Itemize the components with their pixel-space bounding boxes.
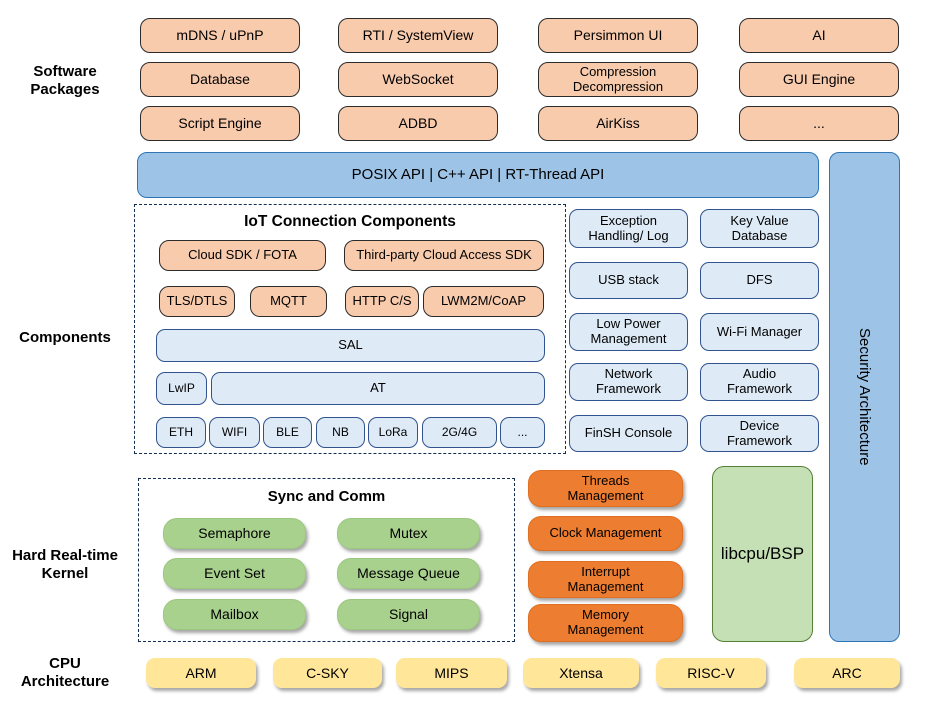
iot-link-ble: BLE [263,417,312,448]
iot-box-at: AT [211,372,545,405]
component-exception-handling-log: Exception Handling/ Log [569,209,688,248]
iot-link-wifi: WIFI [209,417,260,448]
package-box-ai: AI [739,18,899,53]
package-box-rti-systemview: RTI / SystemView [338,18,498,53]
iot-box-thirdparty-cloud: Third-party Cloud Access SDK [344,240,544,271]
kernel-interrupt-management: Interrupt Management [528,561,683,598]
iot-box-sal: SAL [156,329,545,362]
package-box-gui-engine: GUI Engine [739,62,899,97]
iot-link-nb: NB [316,417,365,448]
iot-link-lora: LoRa [368,417,418,448]
cpu-risc-v: RISC-V [656,658,766,688]
iot-box-lwm2m-coap: LWM2M/CoAP [423,286,544,317]
package-box-airkiss: AirKiss [538,106,698,141]
component-wifi-manager: Wi-Fi Manager [700,313,819,351]
package-box-database: Database [140,62,300,97]
kernel-mailbox: Mailbox [163,599,306,630]
iot-box-mqtt: MQTT [250,286,327,317]
iot-box-cloud-sdk-fota: Cloud SDK / FOTA [159,240,326,271]
kernel-mutex: Mutex [337,518,480,549]
iot-connection-components-box [134,204,566,454]
kernel-signal: Signal [337,599,480,630]
package-box-script-engine: Script Engine [140,106,300,141]
iot-box-title: IoT Connection Components [244,213,456,230]
package-box-mdns-upnp: mDNS / uPnP [140,18,300,53]
package-box-more: ... [739,106,899,141]
api-bar: POSIX API | C++ API | RT-Thread API [137,152,819,198]
iot-box-lwip: LwIP [156,372,207,405]
kernel-clock-management: Clock Management [528,516,683,551]
kernel-threads-management: Threads Management [528,470,683,507]
kernel-event-set: Event Set [163,558,306,589]
section-label-kernel: Hard Real-time Kernel [12,547,118,582]
cpu-arc: ARC [794,658,900,688]
cpu-arm: ARM [146,658,256,688]
iot-box-http-cs: HTTP C/S [345,286,419,317]
section-label-software-packages: Software Packages [30,63,100,98]
iot-link-2g4g: 2G/4G [422,417,497,448]
iot-link-more: ... [500,417,545,448]
component-finsh-console: FinSH Console [569,415,688,452]
libcpu-bsp-box: libcpu/BSP [712,466,813,642]
kernel-semaphore: Semaphore [163,518,306,549]
component-dfs: DFS [700,262,819,299]
component-audio-framework: Audio Framework [700,363,819,401]
component-usb-stack: USB stack [569,262,688,299]
package-box-persimmon-ui: Persimmon UI [538,18,698,53]
cpu-c-sky: C-SKY [273,658,382,688]
package-box-adbd: ADBD [338,106,498,141]
sync-and-comm-title: Sync and Comm [267,488,386,505]
cpu-mips: MIPS [396,658,507,688]
component-network-framework: Network Framework [569,363,688,401]
package-box-websocket: WebSocket [338,62,498,97]
section-label-cpu-architecture: CPU Architecture [20,655,110,690]
kernel-memory-management: Memory Management [528,604,683,642]
component-key-value-database: Key Value Database [700,209,819,248]
component-low-power-management: Low Power Management [569,313,688,351]
iot-link-eth: ETH [156,417,206,448]
package-box-compression: Compression Decompression [538,62,698,97]
cpu-xtensa: Xtensa [523,658,639,688]
iot-box-tls-dtls: TLS/DTLS [159,286,235,317]
sync-and-comm-box [138,478,515,642]
component-device-framework: Device Framework [700,415,819,452]
section-label-components: Components [19,329,111,346]
kernel-message-queue: Message Queue [337,558,480,589]
security-architecture-bar: Security Architecture [829,152,900,642]
